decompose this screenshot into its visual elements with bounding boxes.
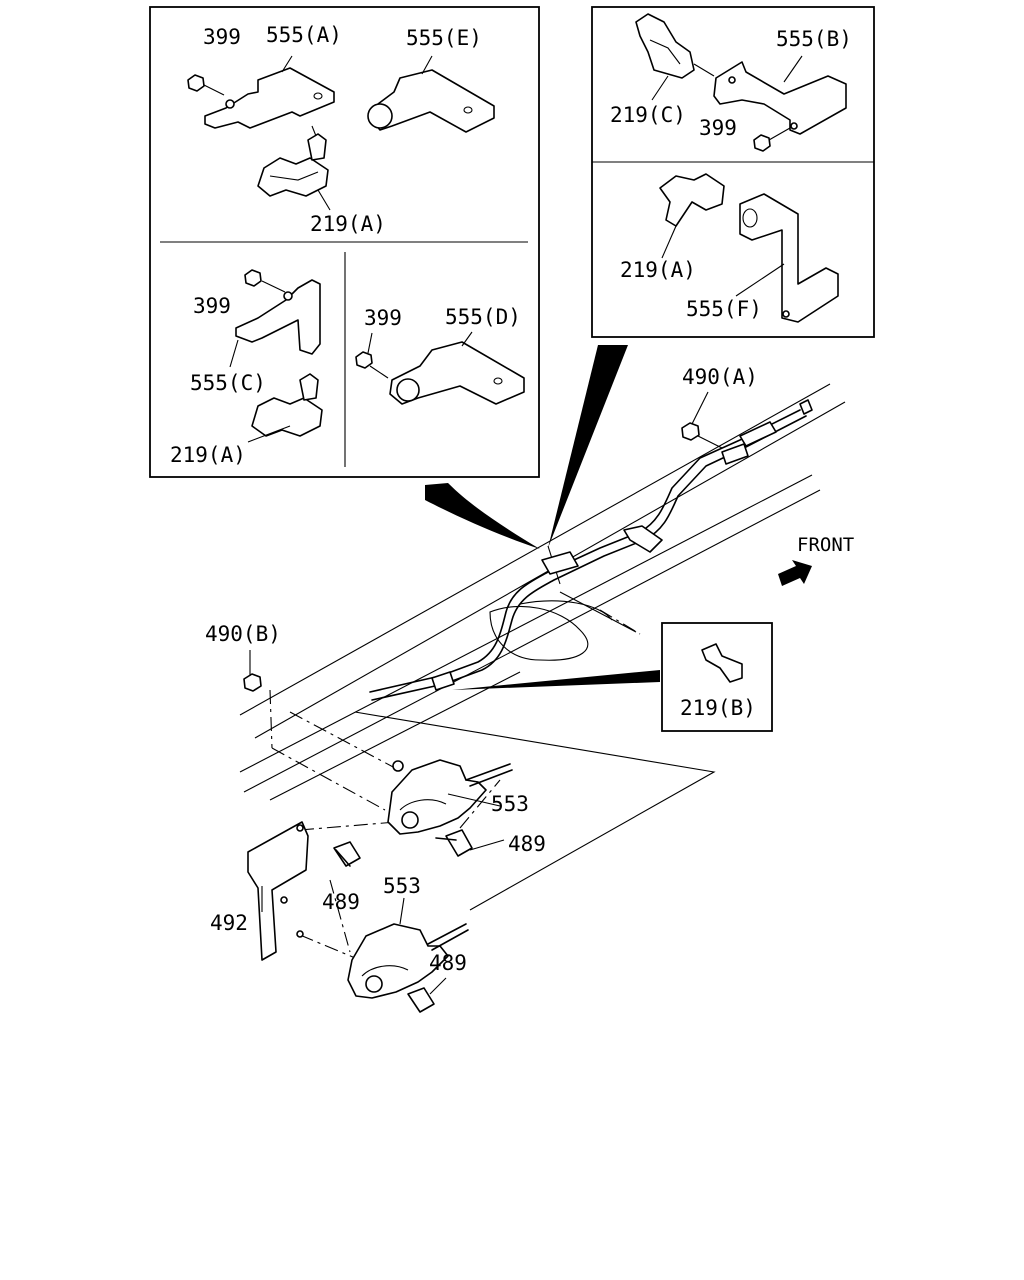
clip-219-a-3 (659, 173, 725, 227)
callout-219-c: 219(C) (610, 103, 686, 127)
callout-219-a-2: 219(A) (170, 443, 246, 467)
bolt-489-lower (407, 977, 447, 1013)
nut-490-a (681, 422, 723, 449)
callout-399-b: 399 (699, 116, 737, 140)
clip-219-c (635, 13, 695, 79)
callout-489-middle: 489 (322, 890, 360, 914)
callout-489-upper: 489 (508, 832, 546, 856)
callout-399-a: 399 (203, 25, 241, 49)
callout-490-a: 490(A) (682, 365, 758, 389)
bracket-555-f (739, 193, 839, 323)
leader-dashed-lines (269, 689, 716, 961)
callout-399-c: 399 (193, 294, 231, 318)
callout-labels: 399 555(A) 555(E) 219(A) 399 555(C) 219(… (170, 23, 854, 975)
nut-399-d (355, 351, 389, 379)
nut-399-a (187, 74, 225, 96)
bracket-555-e (367, 69, 495, 133)
callout-489-lower: 489 (429, 951, 467, 975)
nut-490-b (243, 650, 262, 692)
detail-box-left (149, 6, 540, 478)
lever-553-lower (347, 923, 469, 999)
callout-219-b: 219(B) (680, 696, 756, 720)
callout-555-e: 555(E) (406, 26, 482, 50)
parking-brake-cable (369, 399, 813, 701)
lever-553-upper (387, 759, 513, 835)
detail-box-right-top (591, 6, 875, 338)
bracket-555-b (713, 61, 847, 135)
nut-399-b (753, 127, 791, 152)
pointer-wedges (425, 345, 660, 690)
detail-box-219b (661, 622, 773, 732)
clip-219-a-1 (257, 133, 329, 197)
front-label: FRONT (797, 534, 854, 556)
callout-492: 492 (210, 911, 248, 935)
callout-555-f: 555(F) (686, 297, 762, 321)
clip-219-a-2 (251, 373, 323, 437)
bracket-492 (247, 821, 309, 961)
callout-555-c: 555(C) (190, 371, 266, 395)
callout-555-b: 555(B) (776, 27, 852, 51)
callout-555-d: 555(D) (445, 305, 521, 329)
callout-555-a: 555(A) (266, 23, 342, 47)
callout-490-b: 490(B) (205, 622, 281, 646)
callout-553-upper: 553 (491, 792, 529, 816)
callout-219-a-1: 219(A) (310, 212, 386, 236)
clip-219-b (701, 643, 743, 683)
bracket-555-a (204, 67, 335, 129)
callout-553-lower: 553 (383, 874, 421, 898)
front-arrow-icon (778, 560, 812, 586)
nut-399-c (244, 269, 286, 293)
bolt-489-upper (435, 829, 505, 857)
callout-399-d: 399 (364, 306, 402, 330)
bracket-555-c (235, 279, 321, 355)
frame-rails (239, 383, 846, 801)
callout-219-a-3: 219(A) (620, 258, 696, 282)
bracket-555-d (389, 341, 525, 405)
bolt-489-middle (333, 841, 361, 867)
